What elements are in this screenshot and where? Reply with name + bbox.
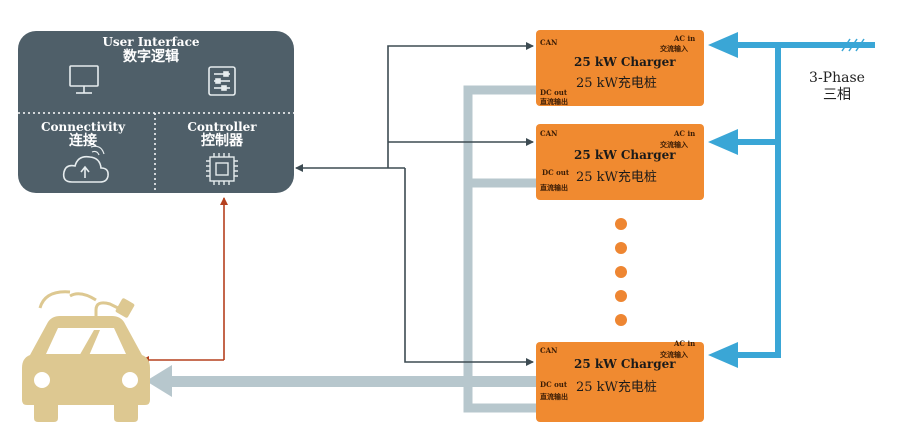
monitor-icon [69,65,99,94]
user-interface-label: User Interface [102,35,200,49]
dc-out-label: DC out [540,380,568,389]
cloud-upload-icon [62,145,109,183]
ev-car-icon [22,316,150,422]
sliders-icon [208,66,236,96]
three-phase-label: 3-Phase [809,70,865,86]
plug-icon [38,290,135,318]
chip-icon [206,153,238,185]
ac-in-label: AC in [674,34,696,43]
charger-3 [536,342,704,422]
ac-bus-lines [735,42,875,358]
charger-title-cn: 25 kW充电桩 [576,380,657,395]
continuation-dots [615,218,627,326]
user-interface-cn-label: 数字逻辑 [123,49,179,65]
ac-in-cn-label: 交流输入 [660,140,688,149]
dc-bus-lines [463,85,536,413]
can-label: CAN [540,38,558,47]
charger-1 [536,30,704,106]
can-label: CAN [540,346,558,355]
connectivity-cn-label: 连接 [69,133,97,149]
ac-in-cn-label: 交流输入 [660,44,688,53]
ac-in-label: AC in [674,339,696,348]
dc-out-cn-label: 直流输出 [540,392,568,401]
ev-communication-line [141,197,228,364]
three-phase-cn-label: 三相 [823,87,851,103]
controller-cn-label: 控制器 [201,133,243,149]
charger-title: 25 kW Charger [574,357,676,371]
can-label: CAN [540,129,558,138]
ac-arrowheads [708,32,738,368]
dc-out-cn-label: 直流输出 [540,183,568,192]
dc-out-cn-label: 直流输出 [540,97,568,106]
charger-title-cn: 25 kW充电桩 [576,76,657,91]
charger-2 [536,124,704,200]
dc-output-arrow [146,365,538,397]
controller-label: Controller [187,120,257,134]
connectivity-label: Connectivity [40,120,126,134]
charger-title: 25 kW Charger [574,148,676,162]
charger-title-cn: 25 kW充电桩 [576,170,657,185]
ac-in-label: AC in [674,129,696,138]
charger-title: 25 kW Charger [574,55,676,69]
ac-in-cn-label: 交流输入 [660,350,688,359]
three-phase-ticks [841,38,865,52]
dc-out-label: DC out [542,168,570,177]
can-bus-lines [295,42,534,366]
dc-out-label: DC out [540,88,568,97]
